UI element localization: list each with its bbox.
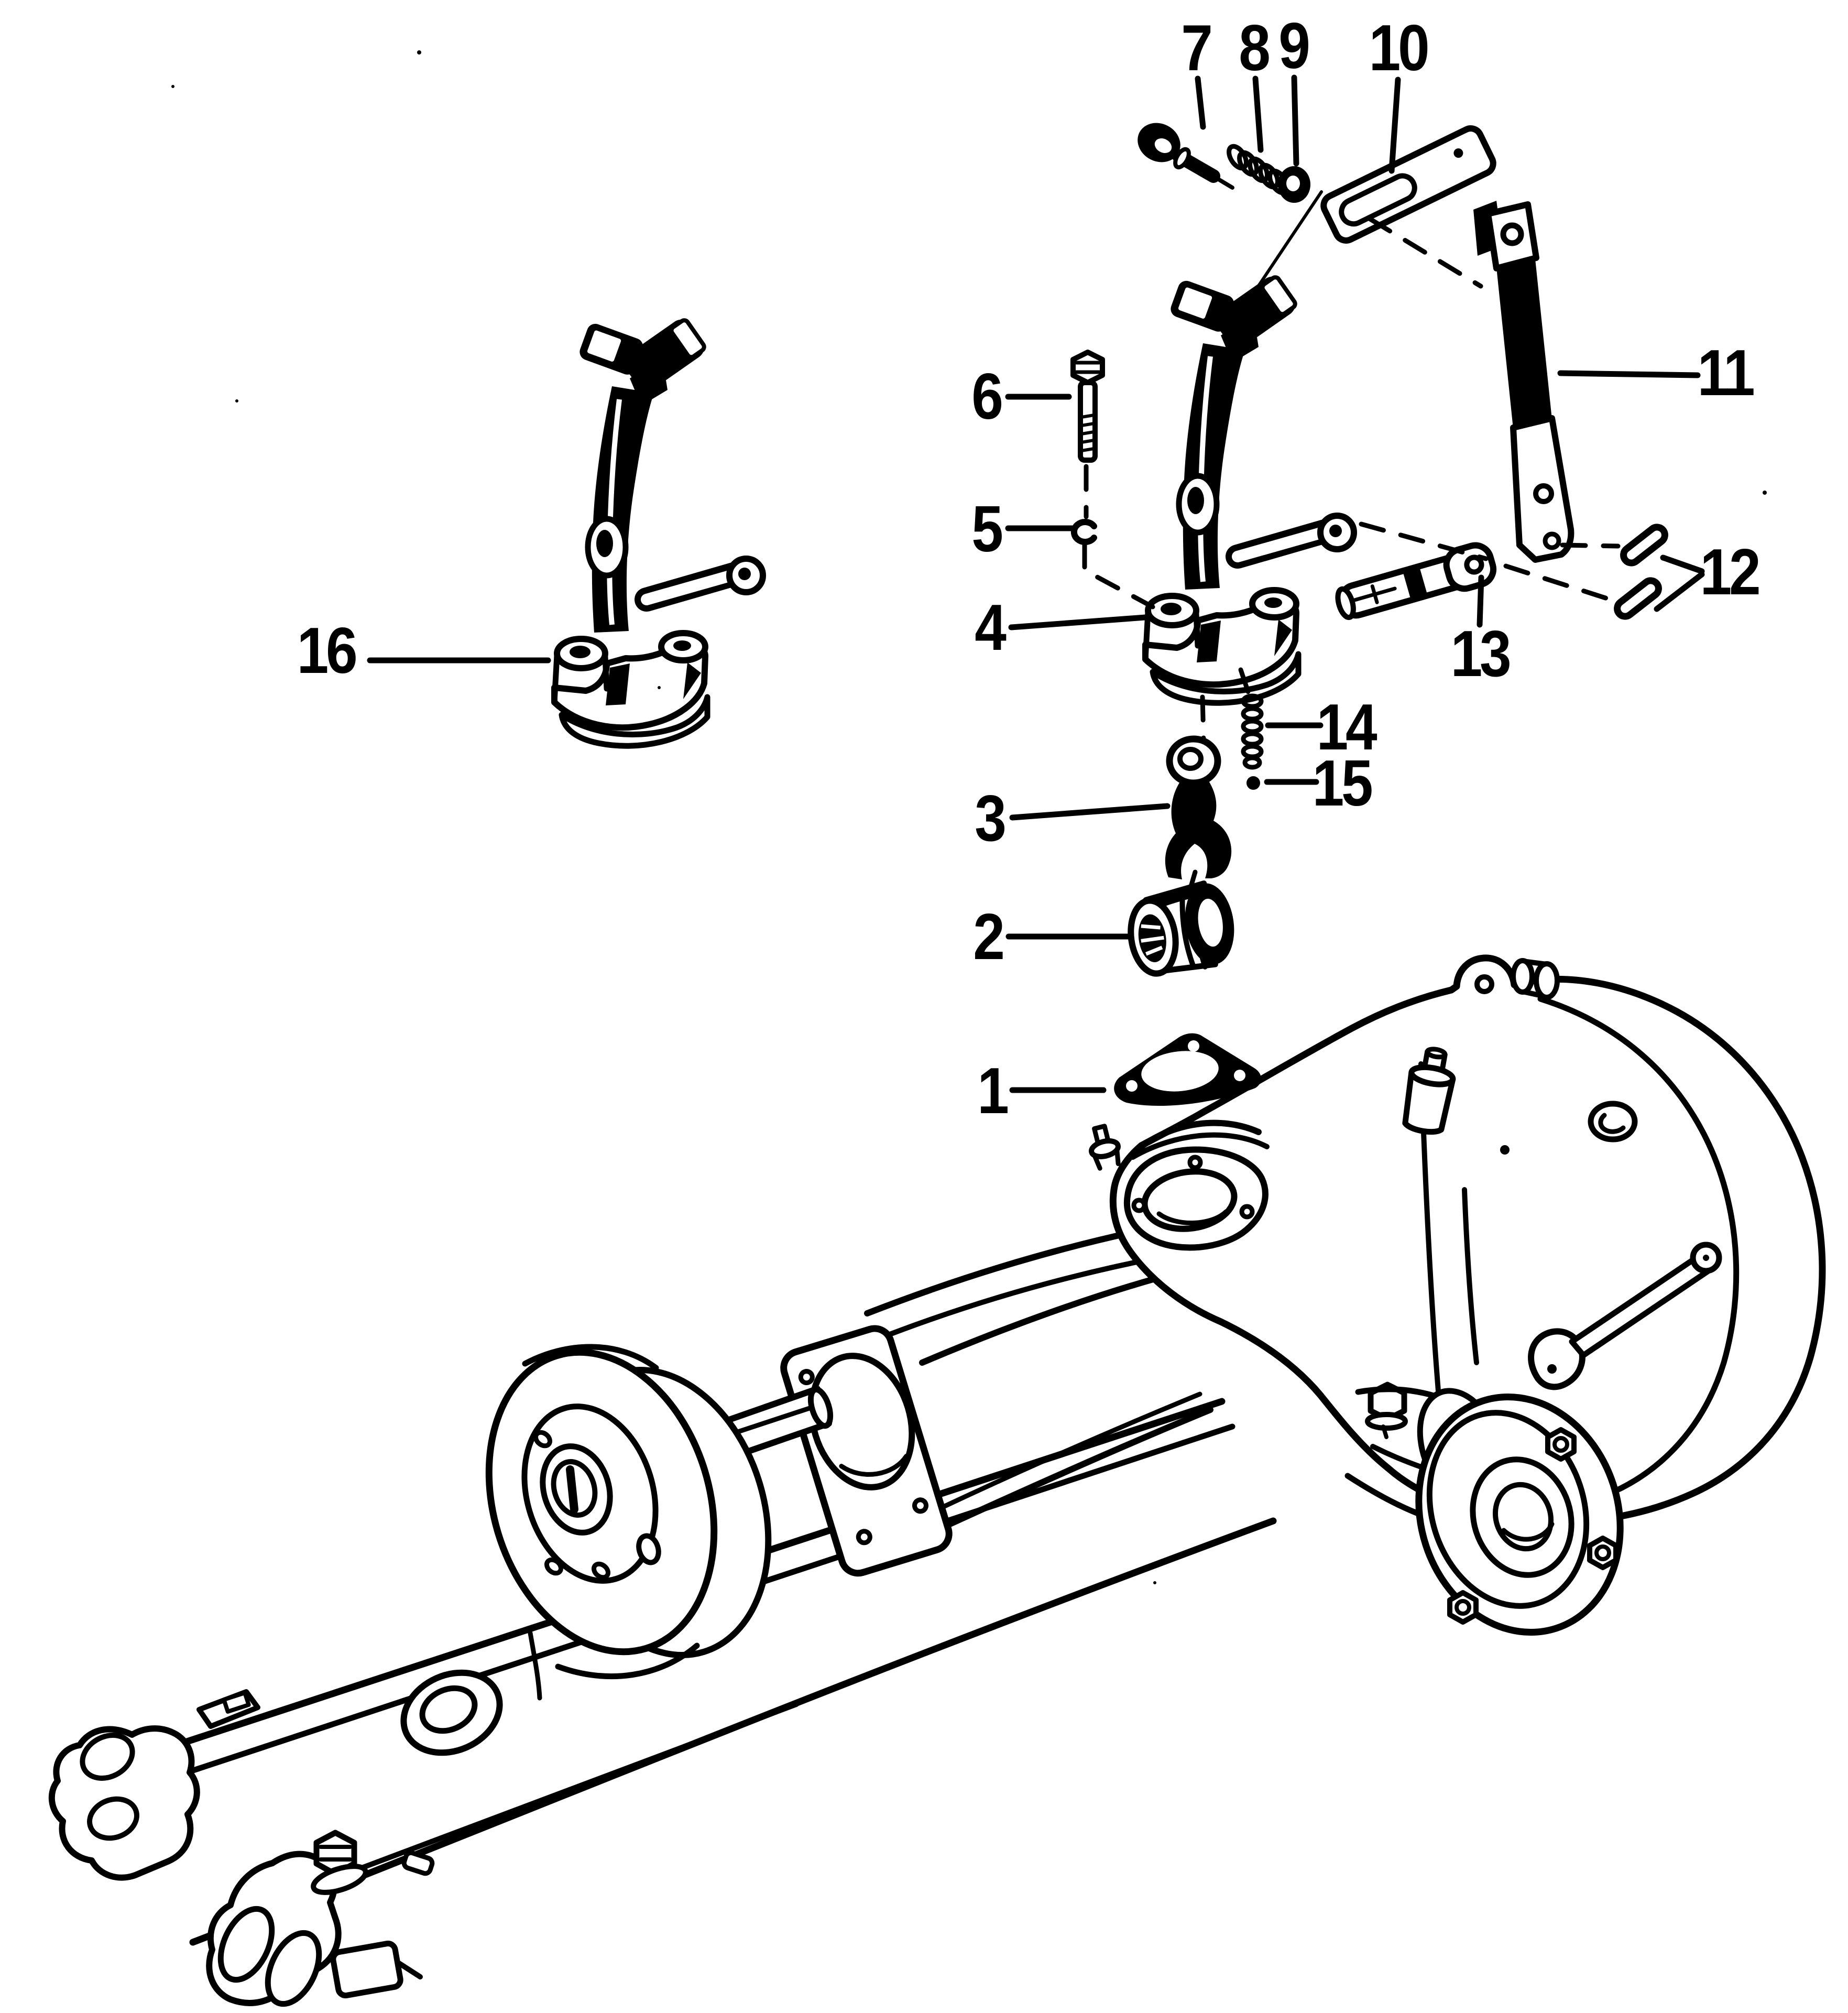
- housing-dot: [1500, 1145, 1510, 1155]
- callout-label-9: 9: [1278, 10, 1310, 82]
- part-screw: [1138, 123, 1234, 190]
- housing-cap: [1511, 958, 1560, 1000]
- part-bolt: [1070, 350, 1105, 463]
- selector-lever: [1528, 1242, 1722, 1390]
- housing-nut: [1365, 1381, 1408, 1439]
- output-flange: [1344, 1386, 1624, 1636]
- part-shift-lever: [1145, 272, 1354, 703]
- callout-label-11: 11: [1697, 337, 1755, 409]
- part-shift-fork: [1165, 735, 1232, 879]
- callout-label-3: 3: [975, 782, 1007, 855]
- brake-drum: [485, 1344, 772, 1680]
- callout-label-5: 5: [971, 493, 1003, 565]
- flange-nut: [1587, 1536, 1619, 1570]
- filler-plug: [1402, 1047, 1456, 1135]
- part-shift-rod: [1335, 542, 1497, 621]
- callout-label-2: 2: [973, 901, 1005, 973]
- axle-flange-plate: [780, 1325, 953, 1577]
- gate-to-lever-line: [1231, 190, 1323, 327]
- part-spring-small: [1227, 144, 1289, 195]
- part-pins: [1614, 524, 1668, 620]
- part-detent-spring: [1241, 693, 1264, 770]
- beam-lower-bracket: [206, 1851, 423, 2007]
- axle-housing: [1089, 954, 1826, 1526]
- breather-valve: [1089, 1124, 1121, 1171]
- callout-label-15: 15: [1312, 747, 1373, 820]
- flange-nut: [1447, 1590, 1479, 1625]
- callout-label-7: 7: [1181, 12, 1213, 84]
- callout-label-8: 8: [1239, 12, 1271, 84]
- part-bracket: [1473, 201, 1574, 563]
- flange-nut: [1545, 1427, 1577, 1462]
- part-shift-lever-assembly: [554, 315, 763, 746]
- beam-boss-ring: [400, 1669, 503, 1756]
- callout-label-13: 13: [1450, 618, 1512, 690]
- final-drive-cover-face: [1089, 1119, 1270, 1251]
- part-washer: [1278, 166, 1310, 203]
- scan-specks: [171, 50, 1767, 1584]
- axle-beam: [48, 1398, 1277, 2007]
- callout-label-10: 10: [1369, 12, 1430, 84]
- part-lock-washer: [1070, 519, 1097, 545]
- housing-lug-hole: [1474, 974, 1494, 994]
- callout-label-14: 14: [1316, 691, 1377, 764]
- part-selector-gate-plate: [1320, 125, 1496, 244]
- part-gasket: [1114, 1033, 1262, 1106]
- dashed-assembly-lines: [1082, 216, 1621, 900]
- callout-label-16: 16: [297, 615, 358, 687]
- beam-end-bracket: [48, 1689, 260, 1881]
- part-detent-ball: [1246, 776, 1260, 790]
- housing-boss: [1588, 1101, 1638, 1142]
- callout-label-4: 4: [975, 592, 1007, 664]
- axle-tube: [864, 1224, 1213, 1539]
- callout-label-6: 6: [971, 361, 1003, 433]
- part-bushing: [1128, 880, 1234, 977]
- callout-label-12: 12: [1700, 536, 1761, 608]
- callout-leader-lines: [367, 74, 1705, 1093]
- callout-label-1: 1: [977, 1055, 1009, 1127]
- beam-bolt: [311, 1830, 435, 1895]
